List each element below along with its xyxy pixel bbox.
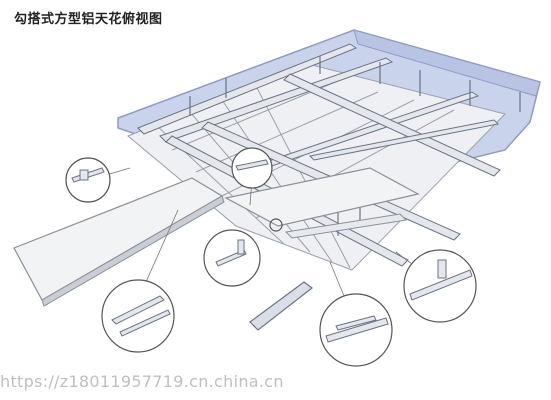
dropped-panel-large bbox=[13, 177, 224, 301]
dropped-panel-large-edge bbox=[41, 195, 225, 307]
dropped-rail-bottom bbox=[249, 281, 313, 331]
watermark: https://z18011957719.cn.china.cn bbox=[0, 372, 284, 391]
hook-clip-detail-icon bbox=[71, 159, 473, 343]
slab-underside bbox=[353, 29, 541, 97]
dropped-panel-mid-2 bbox=[284, 213, 408, 239]
dropped-panel-mid bbox=[224, 167, 420, 227]
diagram-title: 勾搭式方型铝天花俯视图 bbox=[14, 12, 163, 27]
hanger-rods bbox=[189, 56, 521, 236]
